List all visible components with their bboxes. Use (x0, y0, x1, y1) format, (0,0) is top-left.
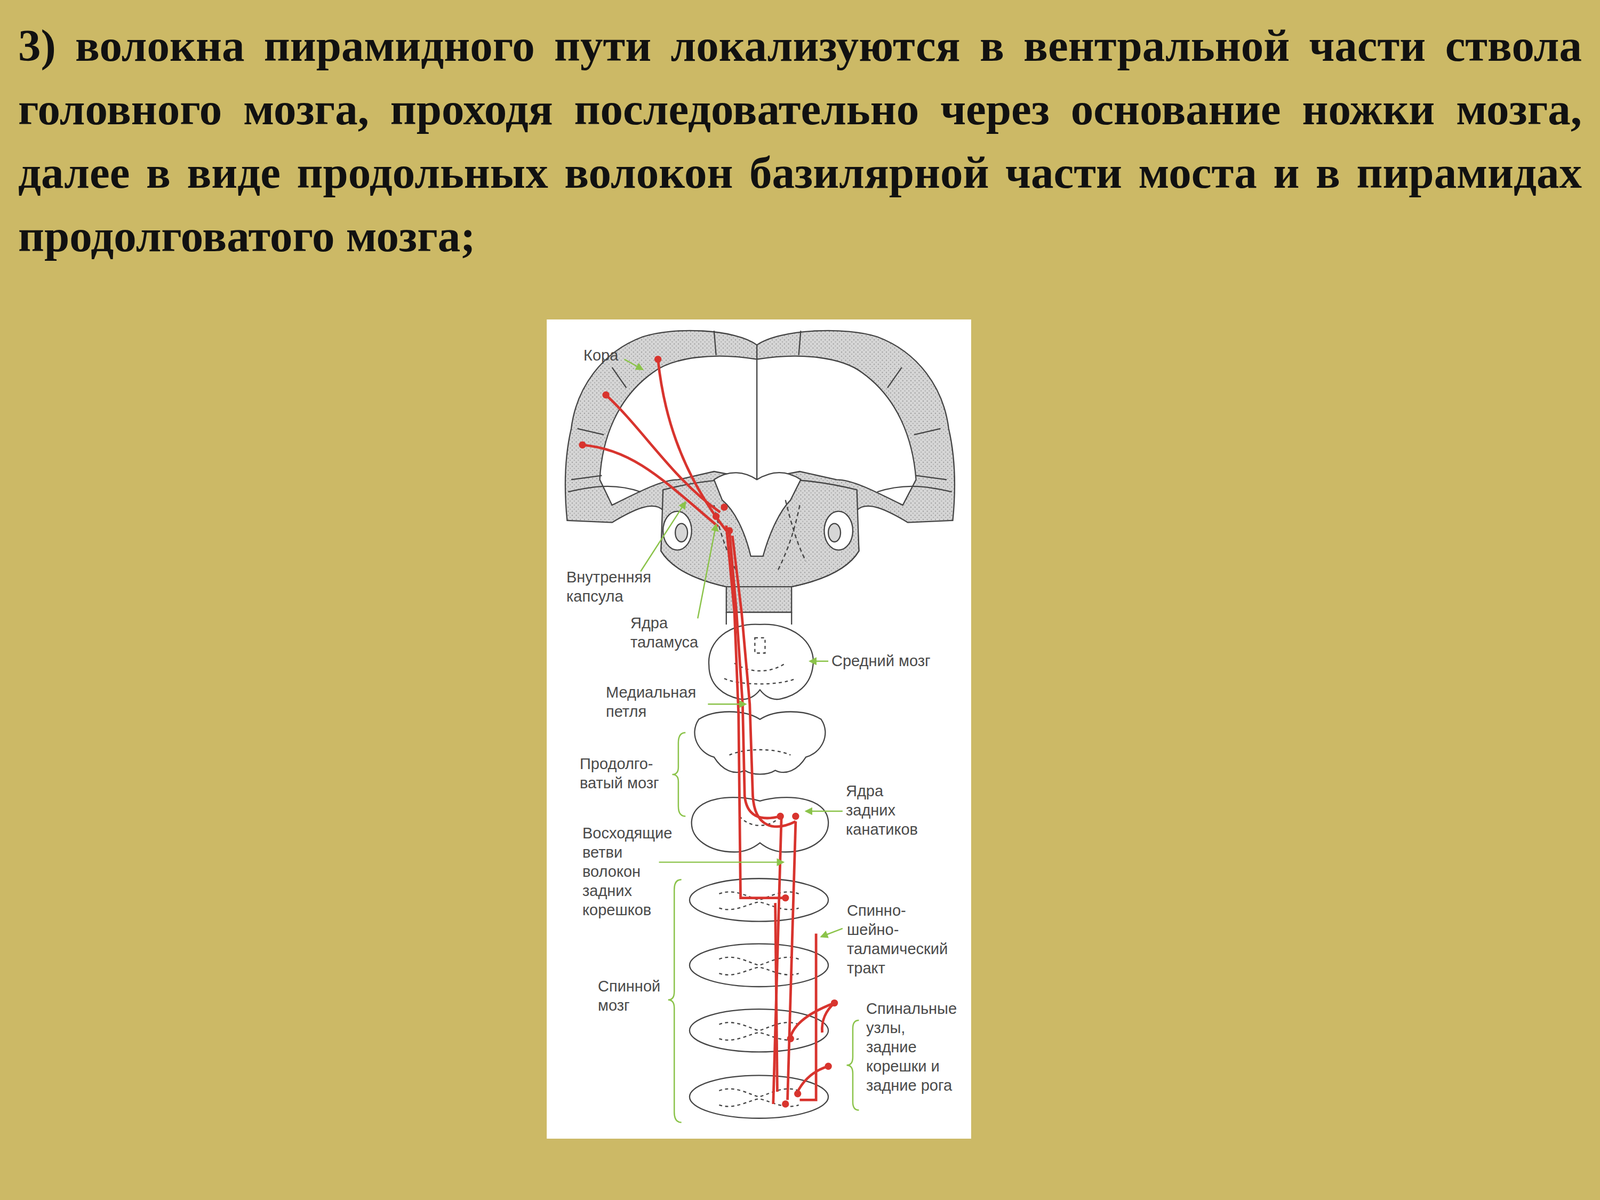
anatomy-label: Ядра таламуса (630, 613, 716, 652)
nerve-fibers (582, 359, 835, 1104)
anatomy-label: Кора (583, 345, 619, 365)
nerve-cells (578, 355, 838, 1108)
anatomy-label: Восходящие ветви волокон задних корешков (582, 823, 675, 920)
anatomy-label: Средний мозг (831, 651, 931, 671)
image-panel (546, 319, 972, 1139)
anatomy-label: Спинной мозг (597, 976, 668, 1015)
anatomy-label: Спинно- шейно- таламический тракт (846, 900, 951, 978)
anatomy-label: Медиальная петля (605, 682, 713, 722)
anatomy-label: Продолго- ватый мозг (579, 754, 687, 793)
anatomy-label: Ядра задних канатиков (845, 781, 926, 839)
brain-section (565, 330, 955, 625)
brainstem-sections (689, 624, 829, 1119)
anatomy-label: Спинальные узлы, задние корешки и задние… (866, 998, 958, 1095)
anatomy-label: Внутренняя капсула (566, 567, 679, 606)
leader-lines (624, 359, 860, 1123)
slide-heading: 3) волокна пирамидного пути локализуются… (18, 13, 1582, 268)
